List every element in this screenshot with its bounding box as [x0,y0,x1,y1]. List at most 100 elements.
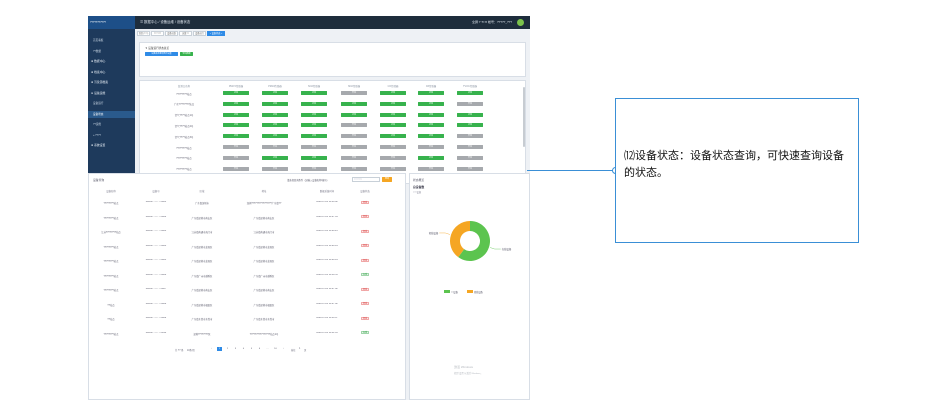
status-badge[interactable]: 离线 [361,244,369,248]
sensor-status-badge[interactable]: 正常 [223,91,249,95]
sensor-status-badge[interactable]: 异常 [457,134,483,139]
sensor-status-badge[interactable]: 正常 [341,112,367,117]
sensor-status-badge[interactable]: 异常 [301,145,327,149]
sidebar-item[interactable]: ⊕ 档案中心 [91,69,106,74]
sensor-status-badge[interactable]: 正常 [418,155,444,160]
sidebar-item[interactable]: 设备运行 [93,102,104,105]
search-button[interactable]: 查询 [382,177,392,182]
pager-page[interactable]: 1 [217,347,222,351]
sensor-status-badge[interactable]: 正常 [223,123,249,128]
status-badge[interactable]: 在线 [361,331,369,335]
pager-page[interactable]: › [283,348,284,350]
sensor-status-badge[interactable]: 正常 [418,101,444,106]
sidebar-item[interactable]: 设备状态 [88,110,135,118]
sensor-status-badge[interactable]: 正常 [223,134,249,139]
sensor-status-badge[interactable]: 正常 [457,112,483,117]
breadcrumb[interactable]: ☰ 数据中心 / 设备运维 / 设备状态 [140,20,191,24]
sensor-status-badge[interactable]: 异常 [457,166,483,171]
sensor-status-badge[interactable]: 正常 [262,91,288,95]
sensor-status-badge[interactable]: 异常 [223,145,249,149]
tab-item[interactable]: ?????? [151,31,164,36]
sensor-status-badge[interactable]: 异常 [341,166,367,171]
grid-scrollbar[interactable] [523,87,525,147]
pager-page[interactable]: ··· [266,348,269,350]
sensor-status-badge[interactable]: 正常 [301,123,327,128]
sensor-status-badge[interactable]: 正常 [301,155,327,160]
status-badge[interactable]: 离线 [361,229,369,233]
sensor-status-badge[interactable]: 异常 [341,134,367,139]
avatar[interactable] [517,19,524,26]
sidebar-item[interactable]: ⊕ 数据中心 [91,59,106,63]
donut-slice[interactable] [458,221,490,261]
sensor-status-badge[interactable]: 异常 [418,145,444,149]
sensor-status-badge[interactable]: 异常 [341,155,367,160]
sensor-status-badge[interactable]: 正常 [380,101,406,106]
status-badge[interactable]: 离线 [361,287,369,291]
sensor-status-badge[interactable]: 异常 [262,166,288,171]
pager-page[interactable]: 4 [242,348,245,350]
sensor-status-badge[interactable]: 正常 [223,101,249,106]
tab-item[interactable]: 运维?? [179,31,192,36]
sensor-status-badge[interactable]: 正常 [301,101,327,106]
tab-item[interactable]: × 设备状态 × [207,31,225,36]
sensor-status-badge[interactable]: 正常 [223,112,249,117]
sidebar-item[interactable]: ⊕ 污染源档案 [91,80,109,84]
user-info[interactable]: 全屏 ? ⟲ ✉ 帐号：?????_??? [471,20,512,24]
sensor-status-badge[interactable]: 正常 [262,155,288,160]
pager-page[interactable]: 5 [250,348,253,350]
sensor-status-badge[interactable]: 正常 [262,134,288,139]
status-tree-title[interactable]: ▼ 设备运行状态总览 [145,47,170,50]
sensor-status-badge[interactable]: 异常 [380,155,406,160]
status-badge[interactable]: 离线 [361,316,369,320]
sensor-status-badge[interactable]: 正常 [301,112,327,117]
sensor-status-badge[interactable]: 正常 [457,91,483,95]
pager-per-page[interactable]: 10条/页 [187,349,195,352]
sensor-status-badge[interactable]: 异常 [223,166,249,171]
sensor-status-badge[interactable]: 异常 [418,166,444,171]
sensor-status-badge[interactable]: 异常 [301,166,327,171]
pager-page[interactable]: 6 [258,348,261,350]
sensor-status-badge[interactable]: 正常 [301,91,327,95]
tab-item[interactable]: 设备运行 [193,31,206,36]
sensor-status-badge[interactable]: 正常 [262,101,288,106]
sensor-status-badge[interactable]: 异常 [457,145,483,149]
status-badge[interactable]: 离线 [361,302,369,306]
sensor-status-badge[interactable]: 正常 [262,112,288,117]
sensor-status-badge[interactable]: 正常 [380,112,406,117]
sensor-status-badge[interactable]: 异常 [457,101,483,106]
sensor-status-badge[interactable]: 异常 [223,155,249,160]
sensor-status-badge[interactable]: 异常 [262,145,288,149]
sidebar-item[interactable]: 首页看板 [93,39,104,42]
pager-page[interactable]: 2 [226,348,229,350]
sidebar-item[interactable]: ⊖ 设备运维 [91,90,106,95]
sensor-status-badge[interactable]: 正常 [418,112,444,117]
sensor-status-badge[interactable]: 正常 [341,101,367,106]
status-badge[interactable]: 离线 [361,200,369,204]
status-badge[interactable]: 离线 [361,215,369,219]
tab-item[interactable]: 首页(???) [137,31,150,36]
pager-page[interactable]: 3 [234,348,237,350]
search-input[interactable]: ??????? [352,177,380,182]
pager-goto-input[interactable]: 1 [299,347,301,350]
sensor-status-badge[interactable]: 正常 [457,123,483,128]
sensor-status-badge[interactable]: 异常 [341,145,367,149]
sidebar-item[interactable]: ??数据 [93,49,102,53]
sensor-status-badge[interactable]: 异常 [457,155,483,160]
sensor-status-badge[interactable]: 正常 [262,123,288,128]
query-settings-button[interactable]: 设备状态查询条件设置 [145,52,178,56]
sensor-status-badge[interactable]: 正常 [380,123,406,128]
sensor-status-badge[interactable]: 异常 [380,145,406,149]
sidebar-item[interactable]: ??运维 [93,123,102,126]
sensor-status-badge[interactable]: 正常 [418,123,444,128]
sensor-status-badge[interactable]: 正常 [418,91,444,95]
donut-slice[interactable] [450,221,470,258]
export-button[interactable]: 导出数据 [180,52,193,56]
tab-item[interactable]: 设备运维 [165,31,178,36]
sensor-status-badge[interactable]: 异常 [341,123,367,128]
sensor-status-badge[interactable]: 正常 [418,134,444,139]
status-badge[interactable]: 在线 [361,273,369,277]
pager-page[interactable]: ‹ [211,348,212,350]
sensor-status-badge[interactable]: 正常 [301,134,327,139]
sensor-status-badge[interactable]: 异常 [341,91,367,95]
sensor-status-badge[interactable]: 异常 [380,166,406,171]
